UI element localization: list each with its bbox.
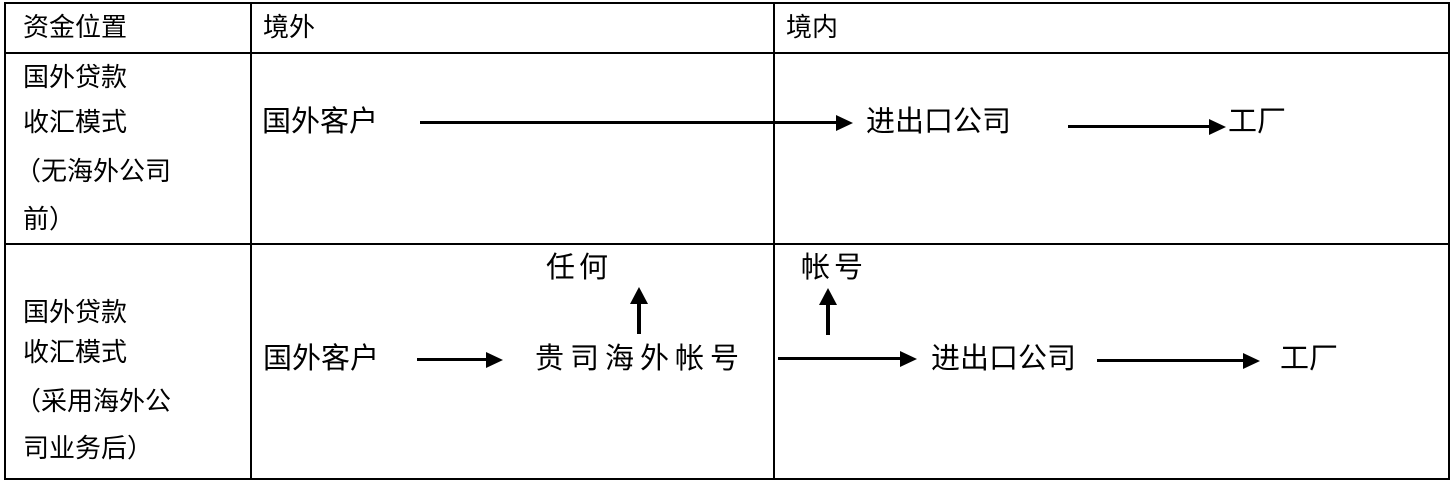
row2-node-foreign-customer: 国外客户	[263, 343, 380, 375]
table-border-bottom	[4, 478, 1450, 480]
header-domestic: 境内	[786, 13, 839, 42]
row2-node-factory: 工厂	[1280, 343, 1339, 375]
table-border-left	[4, 2, 6, 480]
header-overseas: 境外	[263, 13, 316, 42]
row2-label-line2: 收汇模式	[23, 338, 128, 367]
row2-arrow-right-icon-2	[778, 357, 900, 360]
row2-float-label-any: 任何	[546, 252, 613, 284]
row1-label-line2: 收汇模式	[23, 108, 128, 137]
row2-arrow-right-icon-3	[1097, 359, 1243, 362]
row2-label-line3: （采用海外公	[15, 387, 172, 416]
row1-label-line4: 前）	[23, 205, 76, 234]
row2-arrow-up-icon-overseas	[637, 304, 641, 334]
row1-arrow-right-icon-1	[420, 121, 836, 124]
column-divider-2	[773, 2, 775, 480]
row2-arrow-up-icon-domestic	[826, 305, 830, 335]
row2-label-line1: 国外贷款	[23, 298, 128, 327]
row1-node-import-export-company: 进出口公司	[866, 106, 1012, 138]
table-border-right	[1448, 2, 1450, 480]
row1-label-line1: 国外贷款	[23, 63, 128, 92]
row2-node-import-export-company: 进出口公司	[931, 343, 1077, 375]
row2-label-line4: 司业务后）	[23, 434, 154, 463]
header-separator-line	[4, 52, 1450, 54]
table-border-top	[4, 2, 1450, 4]
row2-arrow-right-icon-1	[417, 358, 486, 361]
row1-label-line3: （无海外公司	[15, 157, 172, 186]
header-fund-location: 资金位置	[23, 13, 128, 42]
column-divider-1	[250, 2, 252, 480]
row2-float-label-account: 帐号	[801, 252, 868, 284]
row1-node-foreign-customer: 国外客户	[262, 106, 379, 138]
row1-node-factory: 工厂	[1228, 106, 1287, 138]
row-separator-line	[4, 243, 1450, 245]
row2-node-overseas-account: 贵司海外帐号	[535, 343, 746, 375]
row1-arrow-right-icon-2	[1068, 125, 1209, 128]
